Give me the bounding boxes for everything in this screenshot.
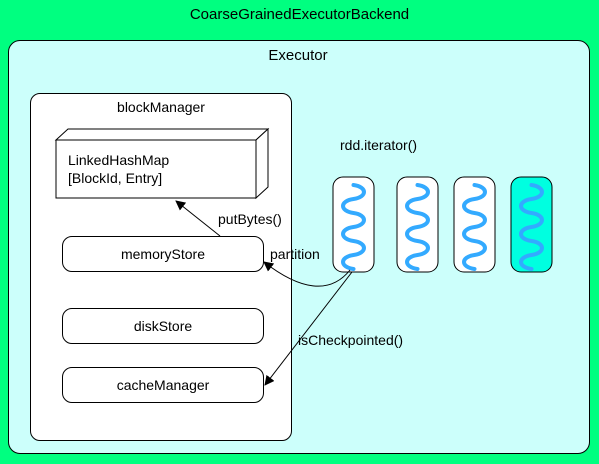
linkedhashmap-label: LinkedHashMap [BlockId, Entry]	[68, 151, 169, 187]
partition-label: partition	[270, 246, 320, 262]
partition-wave	[519, 183, 544, 271]
rdd-partition	[332, 176, 375, 273]
rdd-partition	[453, 176, 496, 273]
partition-wave	[462, 183, 487, 271]
rdd-partition	[396, 176, 439, 273]
putbytes-arrow	[175, 200, 221, 237]
executor-title: Executor	[268, 47, 328, 64]
ischeckpointed-arrow	[264, 271, 353, 386]
disk-store[interactable]: diskStore	[62, 308, 264, 344]
linkedhashmap-name: LinkedHashMap	[68, 152, 170, 168]
rdd-partitions	[332, 176, 553, 273]
cache-manager[interactable]: cacheManager	[62, 367, 264, 403]
block-manager-title: blockManager	[117, 99, 205, 115]
partition-wave	[341, 183, 366, 271]
partition-wave	[405, 183, 430, 271]
rdd-partition	[510, 176, 553, 273]
linkedhashmap-box	[54, 127, 270, 200]
backend-title: CoarseGrainedExecutorBackend	[189, 6, 410, 23]
putbytes-label: putBytes()	[218, 211, 282, 227]
partition-arrow	[263, 261, 351, 287]
memory-store[interactable]: memoryStore	[62, 236, 264, 272]
linkedhashmap-type: [BlockId, Entry]	[68, 170, 163, 186]
ischeckpointed-label: isCheckpointed()	[298, 332, 404, 348]
rdd-iterator-label: rdd.iterator()	[340, 137, 418, 153]
